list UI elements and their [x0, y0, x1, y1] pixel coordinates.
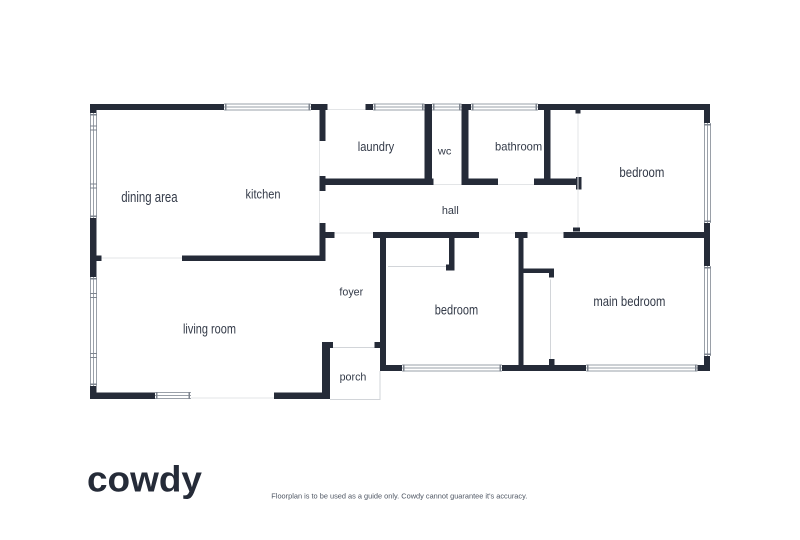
svg-text:Floorplan is to be used as a g: Floorplan is to be used as a guide only.… [271, 491, 527, 500]
svg-text:wc: wc [437, 146, 452, 158]
svg-text:laundry: laundry [358, 139, 395, 154]
svg-text:main bedroom: main bedroom [593, 293, 665, 309]
svg-text:cowdy: cowdy [87, 459, 203, 500]
svg-text:porch: porch [340, 371, 367, 383]
svg-text:bedroom: bedroom [435, 302, 478, 318]
svg-text:hall: hall [442, 205, 459, 217]
svg-text:dining area: dining area [121, 190, 178, 206]
svg-text:living room: living room [183, 321, 236, 337]
svg-text:foyer: foyer [339, 286, 363, 298]
svg-text:kitchen: kitchen [246, 186, 281, 201]
svg-text:bathroom: bathroom [495, 140, 542, 154]
svg-text:bedroom: bedroom [619, 164, 664, 180]
